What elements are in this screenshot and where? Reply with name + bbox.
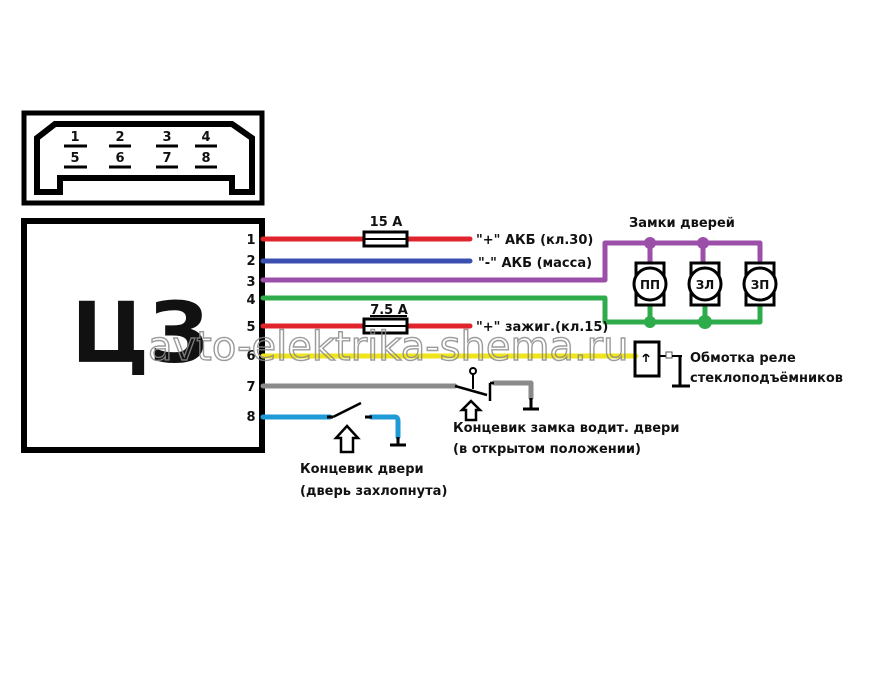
connector-housing: [34, 121, 255, 195]
fuse-15a: 15 А: [362, 215, 409, 248]
connector-diagram: 1 2 3 4 5 6 7 8: [21, 110, 265, 206]
connector-pin-4: 4: [201, 130, 210, 145]
connector-pin-6: 6: [115, 151, 124, 166]
watermark: avto-elektrika-shema.ru: [148, 324, 628, 370]
arrow-up-icon: [458, 399, 484, 422]
module-pin-2: 2: [246, 254, 255, 269]
driver-lock-switch: Концевик замка водит. двери (в открытом …: [453, 367, 679, 457]
wires: [260, 236, 763, 440]
motor-icon: [742, 266, 778, 302]
module-pin-4: 4: [246, 293, 255, 308]
connector-frame: [21, 110, 265, 206]
door-locks-title: Замки дверей: [629, 216, 735, 231]
connector-pin-1: 1: [70, 130, 79, 145]
connector-pin-labels: 1 2 3 4 5 6 7 8: [64, 130, 217, 169]
relay-label-line1: Обмотка реле: [690, 351, 796, 366]
wire-3-purple: [260, 240, 763, 283]
junction-dot: [698, 315, 712, 329]
wire-8-lightblue-ground: [368, 414, 401, 440]
connector-pin-7: 7: [162, 151, 171, 166]
driver-switch-label-line1: Концевик замка водит. двери: [453, 421, 679, 436]
module-pin-8: 8: [246, 410, 255, 425]
motor-icon: [632, 266, 668, 302]
junctions: [644, 237, 712, 329]
fuse-7-5a: 7.5 А: [362, 303, 409, 335]
fuse-7-5a-label: 7.5 А: [370, 303, 408, 318]
fuse-15a-label: 15 А: [370, 215, 403, 230]
driver-switch-label-line2: (в открытом положении): [453, 442, 641, 457]
junction-dot: [644, 316, 656, 328]
ignition-plus-label: "+" зажиг.(кл.15): [476, 320, 608, 335]
door-switch-label-line2: (дверь захлопнута): [300, 484, 447, 499]
module-pin-3: 3: [246, 275, 255, 290]
door-lock-actuators: ПП ЗЛ ЗП: [632, 261, 778, 307]
arrow-up-icon: [333, 424, 361, 454]
junction-dot: [697, 237, 709, 249]
wire-7-gray-ground: [491, 380, 534, 401]
relay-label-line2: стеклоподъёмников: [690, 371, 843, 386]
module-pin-7: 7: [246, 380, 255, 395]
switch-contact: [454, 384, 488, 397]
lock-zl-label: ЗЛ: [696, 278, 715, 292]
lock-zp-label: ЗП: [751, 278, 770, 292]
lock-actuator-pp: ПП: [632, 261, 668, 307]
connector-pin-8: 8: [201, 151, 210, 166]
connector-pin-3: 3: [162, 130, 171, 145]
lock-pp-label: ПП: [640, 278, 660, 292]
switch-contact: [332, 401, 362, 419]
lock-actuator-zl: ЗЛ: [687, 261, 723, 307]
connector-pin-5: 5: [70, 151, 79, 166]
module-box: [21, 218, 265, 453]
module-pin-1: 1: [246, 233, 255, 248]
lock-actuator-zp: ЗП: [742, 261, 778, 307]
window-relay-coil: Обмотка реле стеклоподъёмников: [633, 340, 843, 388]
motor-icon: [687, 266, 723, 302]
connector-pin-2: 2: [115, 130, 124, 145]
battery-plus-label: "+" АКБ (кл.30): [476, 233, 593, 248]
module-label: ЦЗ: [71, 284, 209, 382]
module-pin-6: 6: [246, 349, 255, 364]
door-switch-label-line1: Концевик двери: [300, 462, 424, 477]
battery-minus-label: "-" АКБ (масса): [478, 256, 592, 271]
relay-coil-icon: [633, 340, 661, 378]
central-locking-module: ЦЗ 1 2 3 4 5 6 7 8: [21, 218, 265, 453]
door-switch: Концевик двери (дверь захлопнута): [300, 401, 447, 499]
module-pin-5: 5: [246, 320, 255, 335]
junction-dot: [644, 237, 656, 249]
wire-4-green: [260, 295, 763, 325]
